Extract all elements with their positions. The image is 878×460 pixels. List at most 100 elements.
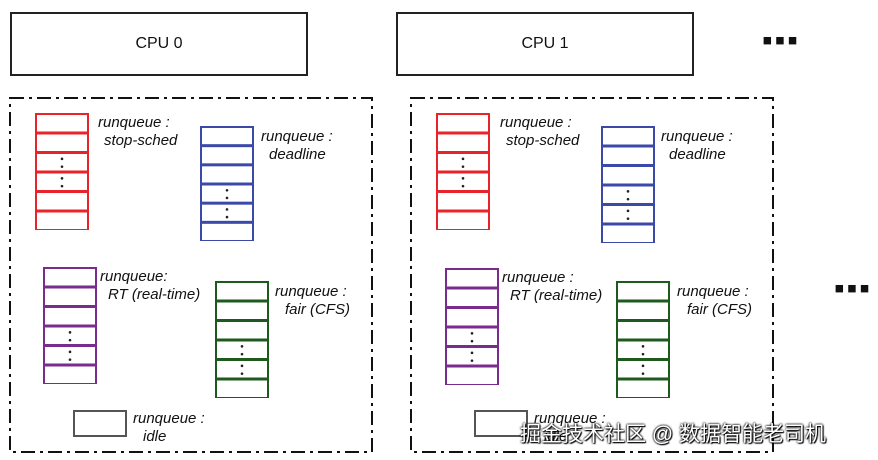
queue-slot (43, 306, 97, 327)
queue-slot (445, 268, 499, 289)
queue-slot (35, 191, 89, 212)
queue-slot (35, 152, 89, 173)
queue-slot (215, 320, 269, 341)
cpu-0-deadline-label: runqueue : deadline (261, 128, 333, 164)
queue-slot (601, 126, 655, 147)
queue-ellipsis-dot (68, 338, 72, 342)
queue-slot (616, 320, 670, 341)
cpu-0-runqueue-group (9, 97, 373, 453)
cpu-0-label: CPU 0 (135, 35, 183, 52)
queue-ellipsis-dot (626, 190, 630, 193)
queue-ellipsis-dot (641, 345, 645, 348)
queue-stack (200, 126, 254, 241)
queue-slot (215, 300, 269, 321)
cpu-0-stop-sched-label: runqueue : stop-sched (98, 114, 177, 150)
queue-ellipsis-dot (470, 359, 474, 362)
queue-slot (616, 378, 670, 398)
queue-slot (43, 345, 97, 366)
cpu-1-deadline-label: runqueue : deadline (661, 128, 733, 164)
cpu-1-idle-name: idle (544, 428, 568, 445)
queue-slot (35, 171, 89, 192)
queue-slot (445, 346, 499, 367)
queue-ellipsis-dot (641, 352, 645, 356)
queue-ellipsis-dot (626, 217, 630, 220)
cpu-1-fair-queue (616, 281, 670, 398)
queue-ellipsis-dot (240, 352, 244, 356)
queue-slot (601, 184, 655, 205)
cpu-0-rt-queue (43, 267, 97, 384)
cpu-0-fair-title: runqueue : (275, 283, 347, 300)
cpu-1-runqueue-group (410, 97, 774, 453)
queue-ellipsis-dot (68, 350, 72, 354)
more-cpus-ellipsis-middle: ▪▪▪ (834, 272, 872, 305)
cpu-1-stop-sched-queue (436, 113, 490, 230)
cpu-1-fair-title: runqueue : (677, 283, 749, 300)
cpu-1-stop-sched-name: stop-sched (506, 132, 580, 149)
queue-slot (35, 132, 89, 153)
queue-slot (200, 145, 254, 166)
cpu-1-idle-queue (474, 410, 528, 437)
queue-ellipsis-dot (641, 372, 645, 375)
queue-slot (200, 221, 254, 241)
queue-ellipsis-dot (225, 196, 229, 200)
cpu-1-stop-sched-label: runqueue : stop-sched (500, 114, 579, 150)
queue-ellipsis-dot (626, 197, 630, 201)
cpu-1-rt-name: RT (real-time) (510, 287, 603, 304)
more-cpus-ellipsis-top: ▪▪▪ (762, 24, 800, 57)
queue-slot (601, 204, 655, 225)
queue-slot (616, 281, 670, 302)
queue-slot (215, 378, 269, 398)
queue-slot (436, 152, 490, 173)
queue-slot (445, 365, 499, 385)
queue-ellipsis-dot (60, 165, 64, 168)
queue-slot (436, 210, 490, 230)
cpu-0-deadline-queue (200, 126, 254, 241)
cpu-0-rt-label: runqueue: RT (real-time) (100, 268, 200, 304)
cpu-0-idle-queue (73, 410, 127, 437)
cpu-0-rt-title: runqueue: (100, 268, 168, 285)
queue-slot (215, 281, 269, 302)
cpu-1-rt-title: runqueue : (502, 269, 574, 286)
cpu-0-deadline-name: deadline (269, 146, 326, 163)
queue-ellipsis-dot (225, 208, 229, 211)
queue-stack (601, 126, 655, 243)
queue-ellipsis-dot (461, 177, 465, 180)
queue-slot (35, 210, 89, 230)
queue-ellipsis-dot (461, 157, 465, 161)
queue-slot (200, 164, 254, 185)
queue-ellipsis-dot (461, 184, 465, 188)
queue-slot (601, 145, 655, 166)
queue-ellipsis-dot (225, 215, 229, 219)
queue-stack (436, 113, 490, 230)
queue-ellipsis-dot (225, 188, 229, 192)
cpu-1-fair-name: fair (CFS) (687, 301, 752, 318)
cpu-0-stop-sched-queue (35, 113, 89, 230)
queue-slot (616, 339, 670, 360)
cpu-0-box: CPU 0 (10, 12, 308, 76)
cpu-1-idle-label: runqueue : idle (534, 410, 606, 446)
cpu-1-deadline-name: deadline (669, 146, 726, 163)
cpu-0-rt-name: RT (real-time) (108, 286, 201, 303)
queue-slot (43, 364, 97, 384)
queue-slot (601, 223, 655, 243)
queue-ellipsis-dot (240, 372, 244, 375)
queue-slot (436, 113, 490, 134)
queue-slot (35, 113, 89, 134)
queue-slot (445, 307, 499, 328)
cpu-1-box: CPU 1 (396, 12, 694, 76)
queue-slot (616, 300, 670, 321)
queue-ellipsis-dot (461, 165, 465, 168)
watermark-text: 掘金技术社区 @ 数据智能老司机 (520, 423, 826, 446)
cpu-0-fair-queue (215, 281, 269, 398)
queue-ellipsis-dot (60, 157, 64, 161)
cpu-1-rt-queue (445, 268, 499, 385)
cpu-1-deadline-title: runqueue : (661, 128, 733, 145)
queue-slot (601, 165, 655, 186)
cpu-1-fair-label: runqueue : fair (CFS) (677, 283, 752, 319)
cpu-1-deadline-queue (601, 126, 655, 243)
cpu-0-stop-sched-title: runqueue : (98, 114, 170, 131)
cpu-0-idle-title: runqueue : (133, 410, 205, 427)
queue-stack (445, 268, 499, 385)
queue-slot (43, 286, 97, 307)
